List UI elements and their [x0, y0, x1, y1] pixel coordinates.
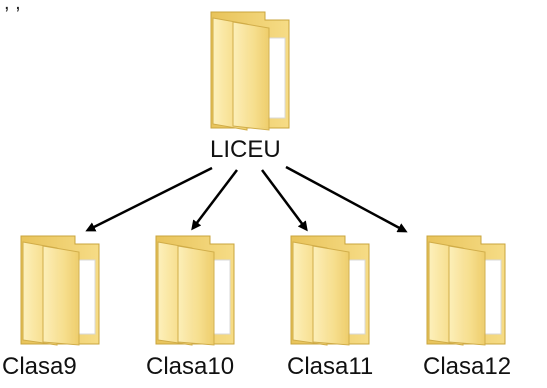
cropped-text-fragment: , , [4, 0, 21, 14]
arrow-to-clasa12 [285, 165, 408, 233]
root-folder-icon [203, 10, 295, 132]
clasa11-label: Clasa11 [287, 353, 374, 380]
clasa12-folder-icon [419, 234, 511, 346]
root-folder-label: LICEU [210, 136, 281, 163]
clasa9-folder-icon [13, 234, 105, 346]
clasa9-label: Clasa9 [2, 353, 77, 380]
arrow-to-clasa9 [85, 166, 213, 232]
clasa10-label: Clasa10 [146, 353, 235, 380]
arrow-to-clasa11 [260, 169, 308, 232]
arrow-to-clasa10 [191, 169, 238, 231]
clasa11-folder-icon [283, 234, 375, 346]
clasa12-label: Clasa12 [423, 353, 512, 380]
clasa10-folder-icon [148, 234, 240, 346]
